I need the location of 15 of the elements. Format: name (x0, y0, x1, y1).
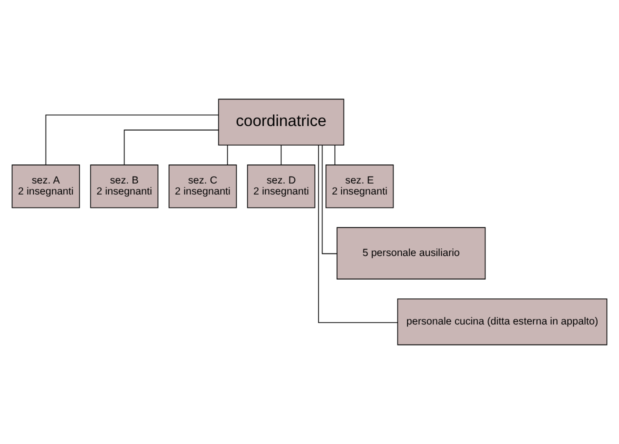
connector (334, 144, 336, 166)
node-box: sez. C 2 insegnanti (168, 164, 237, 208)
node-box: 5 personale ausiliario (336, 227, 486, 280)
node-box: coordinatrice (218, 98, 344, 146)
connector (227, 144, 228, 166)
node-box: personale cucina (ditta esterna in appalto) (397, 298, 608, 346)
connector (322, 144, 338, 254)
node-box: sez. B 2 insegnanti (90, 164, 158, 208)
connector (318, 144, 398, 324)
connector (45, 114, 219, 166)
connector (280, 144, 282, 166)
node-box: sez. E 2 insegnanti (326, 164, 394, 208)
connector (124, 130, 219, 166)
node-box: sez. D 2 insegnanti (247, 164, 316, 208)
node-box: sez. A 2 insegnanti (12, 164, 80, 208)
